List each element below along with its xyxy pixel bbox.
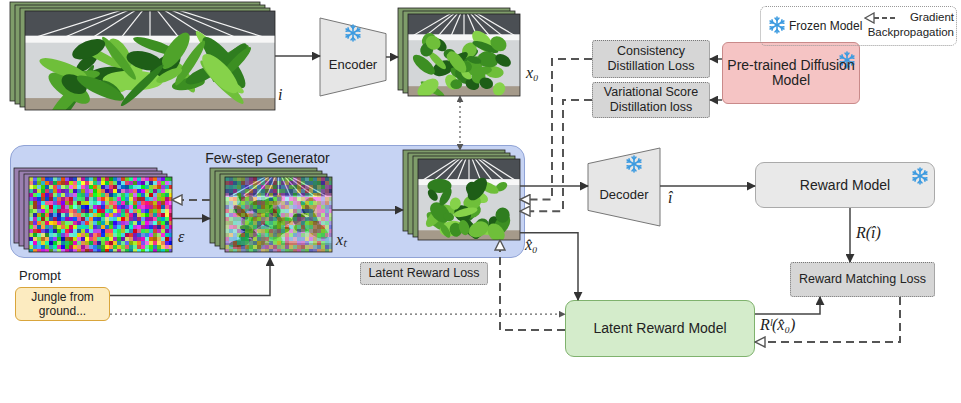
- dashed-arrow-symbol: [864, 12, 898, 24]
- image-stack: ε: [14, 168, 172, 252]
- prompt-box: PromptJungle from ground...: [15, 287, 110, 321]
- edge-label: Rˡ(x̂₀): [760, 316, 795, 334]
- model-box: Pre-trained Diffusion Model: [722, 42, 860, 104]
- node-label: Consistency Distillation Loss: [597, 44, 705, 74]
- prompt-text: Jungle from ground...: [16, 290, 109, 318]
- node-label: Pre-trained Diffusion Model: [723, 58, 859, 88]
- encoder-trapezoid: Encoder: [320, 18, 386, 96]
- legend-text: Gradient Backpropagation: [864, 10, 954, 40]
- edge-label: R(î): [856, 224, 881, 242]
- flow-arrow: [710, 58, 722, 60]
- flow-arrow: [110, 258, 270, 296]
- model-box: Latent Reward Model: [565, 300, 755, 357]
- flow-arrow: [386, 56, 398, 58]
- flow-arrow: [520, 185, 588, 187]
- math-label: x̂₀: [525, 236, 538, 254]
- decoder-trapezoid: Decoder: [588, 148, 660, 226]
- gradient-arrow: [755, 297, 900, 342]
- dotted-link: [110, 314, 565, 315]
- image-stack: x₀: [398, 8, 520, 96]
- math-label: xₜ: [336, 228, 347, 250]
- legend-text: Frozen Model: [789, 19, 862, 33]
- node-label: Reward Matching Loss: [799, 272, 926, 287]
- node-label: Latent Reward Loss: [368, 266, 479, 281]
- node-label: Decoder: [599, 187, 648, 202]
- legend-box: Frozen ModelGradient Backpropagation: [760, 6, 957, 46]
- image-stack: x̂₀: [403, 150, 520, 240]
- dotted-link: [459, 96, 460, 150]
- flow-arrow: [520, 233, 578, 300]
- math-label: i: [278, 86, 282, 104]
- loss-box: Variational Score Distillation loss: [592, 82, 710, 118]
- image-stack: i: [10, 2, 275, 110]
- gradient-arrow: [520, 100, 592, 211]
- flow-arrow: [710, 99, 722, 101]
- edge-label: î: [668, 189, 672, 207]
- node-label: Reward Model: [800, 178, 890, 193]
- prompt-heading: Prompt: [19, 268, 61, 283]
- flow-arrow: [849, 208, 851, 262]
- loss-box: Latent Reward Loss: [360, 262, 488, 285]
- flow-arrow: [755, 297, 820, 314]
- gradient-arrow: [520, 59, 592, 200]
- node-label: Variational Score Distillation loss: [597, 85, 705, 115]
- node-label: Latent Reward Model: [593, 321, 726, 336]
- model-box: Reward Model: [755, 162, 935, 208]
- image-stack: xₜ: [210, 168, 332, 252]
- band-title: Few-step Generator: [205, 150, 330, 166]
- loss-box: Consistency Distillation Loss: [592, 40, 710, 78]
- snowflake-symbol: [768, 16, 786, 34]
- node-label: Encoder: [329, 57, 377, 72]
- loss-box: Reward Matching Loss: [790, 262, 935, 297]
- generator-band: Few-step Generatorεxₜx̂₀: [10, 145, 525, 258]
- flow-arrow: [660, 185, 755, 187]
- math-label: ε: [178, 228, 184, 246]
- math-label: x₀: [526, 64, 539, 82]
- flow-arrow: [275, 55, 320, 57]
